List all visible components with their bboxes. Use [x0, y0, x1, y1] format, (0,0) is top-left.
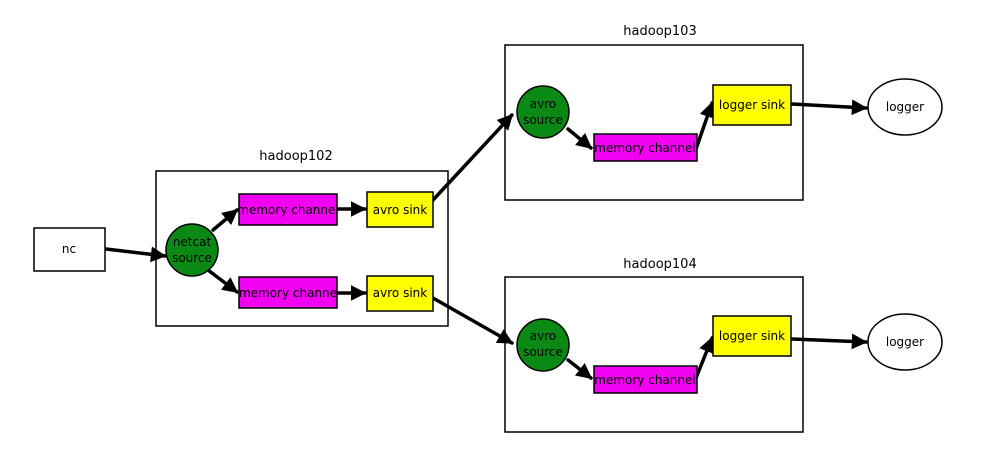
edge-h103-source-to-channel: [566, 127, 593, 150]
node-h102-avro-sink-1: avro sink: [366, 191, 434, 228]
h104-memory-channel-label: memory channel: [594, 373, 695, 387]
h102-avro-sink-2-box: [366, 275, 434, 312]
nc-box: [33, 227, 106, 272]
edge-nc-to-netcat-source: [104, 246, 167, 263]
edge-avro-sink-2-to-h104-source: [431, 296, 514, 345]
host-hadoop103-title: hadoop103: [623, 24, 696, 39]
netcat-source-label-line-2: source: [172, 251, 212, 265]
host-hadoop102-title: hadoop102: [259, 149, 332, 164]
h104-avro-source-label-line-2: source: [523, 345, 563, 359]
node-h104-memory-channel: memory channel: [593, 365, 698, 394]
edge-netcat-source-to-channel-1: [211, 208, 239, 232]
h103-logger-ellipse: [867, 78, 943, 136]
h103-memory-channel-label: memory channel: [594, 141, 695, 155]
h102-channel-2-box: [238, 276, 338, 309]
host-hadoop104-frame: [504, 276, 804, 433]
h103-logger-label: logger: [886, 100, 924, 114]
h103-avro-source-label-line-2: source: [523, 113, 563, 127]
edge-h104-source-to-channel: [566, 358, 593, 380]
h104-logger-sink-label: logger sink: [719, 329, 785, 343]
h104-avro-source-circle: [516, 318, 570, 372]
node-h103-logger: logger: [867, 78, 943, 136]
node-h104-logger-sink: logger sink: [712, 315, 792, 357]
edge-h104-sink-to-logger: [790, 333, 868, 350]
node-nc: nc: [33, 227, 106, 272]
host-hadoop104: hadoop104: [504, 257, 804, 433]
h103-logger-sink-label: logger sink: [719, 98, 785, 112]
node-h103-memory-channel: memory channel: [593, 133, 698, 162]
h102-avro-sink-1-box: [366, 191, 434, 228]
netcat-source-label-line-1: netcat: [173, 235, 212, 249]
h104-logger-ellipse: [867, 313, 943, 371]
edge-h103-channel-to-sink: [694, 101, 715, 151]
node-h102-channel-2: memory channe: [238, 276, 338, 309]
host-hadoop104-title: hadoop104: [623, 257, 696, 272]
h104-logger-sink-box: [712, 315, 792, 357]
h102-channel-1-box: [238, 193, 338, 226]
node-netcat-source: netcat source: [165, 223, 219, 277]
edge-netcat-source-to-channel-2: [206, 268, 239, 294]
h104-memory-channel-box: [593, 365, 698, 394]
node-h104-avro-source: avro source: [516, 318, 570, 372]
h104-avro-source-label-line-1: avro: [530, 329, 556, 343]
netcat-source-circle: [165, 223, 219, 277]
edge-avro-sink-1-to-h103-source: [431, 113, 514, 202]
edges: [104, 99, 868, 380]
h102-channel-1-label: memory channel: [237, 203, 338, 217]
h102-avro-sink-2-label: avro sink: [373, 286, 427, 300]
node-h103-avro-source: avro source: [516, 85, 570, 139]
h104-logger-label: logger: [886, 335, 924, 349]
node-h102-channel-1: memory channel: [237, 193, 339, 226]
node-h104-logger: logger: [867, 313, 943, 371]
edge-h103-sink-to-logger: [790, 99, 868, 116]
h102-channel-2-label: memory channe: [239, 286, 337, 300]
h103-memory-channel-box: [593, 133, 698, 162]
node-h102-avro-sink-2: avro sink: [366, 275, 434, 312]
h103-avro-source-label-line-1: avro: [530, 97, 556, 111]
h102-avro-sink-1-label: avro sink: [373, 203, 427, 217]
h103-avro-source-circle: [516, 85, 570, 139]
node-h103-logger-sink: logger sink: [712, 84, 792, 126]
edge-h104-channel-to-sink: [694, 336, 715, 380]
h103-logger-sink-box: [712, 84, 792, 126]
nc-label: nc: [62, 242, 76, 256]
